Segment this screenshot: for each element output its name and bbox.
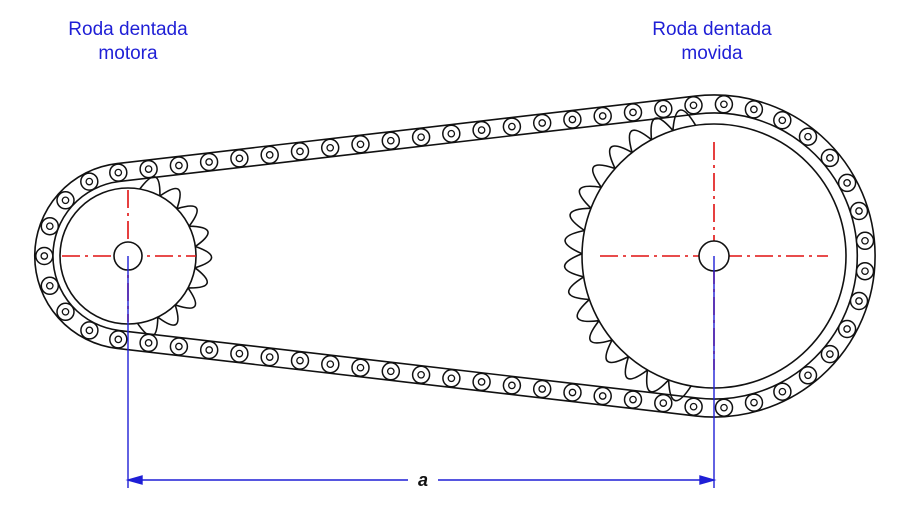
chain-pin [629, 395, 637, 404]
chain-pin [778, 387, 787, 396]
driver-label-line2: motora [98, 43, 158, 64]
chain-pin [843, 325, 851, 333]
chain-pin [61, 307, 70, 316]
chain-pin [689, 101, 698, 110]
chain-pin [855, 207, 863, 215]
chain-pin [447, 374, 456, 383]
chain-pin [326, 143, 335, 152]
roller-chain [33, 94, 876, 418]
chain-pin [861, 267, 869, 276]
chain-pin [804, 132, 812, 141]
chain-pin [568, 115, 577, 124]
chain-pin [720, 100, 728, 109]
chain-inner-edge [52, 112, 858, 400]
chain-pin [447, 129, 456, 138]
chain-pin [659, 399, 668, 407]
driven-label-line2: movida [681, 43, 743, 64]
chain-pin [568, 388, 577, 397]
chain-pin [205, 346, 214, 354]
chain-pin [205, 158, 213, 166]
chain-pin [598, 392, 607, 400]
chain-pin [265, 151, 274, 159]
chain-pin [114, 335, 123, 344]
chain-pin [538, 385, 547, 393]
chain-pin [386, 367, 395, 376]
chain-pin [598, 112, 607, 120]
chain-outer-edge [33, 94, 876, 418]
chain-pin [40, 252, 49, 260]
chain-pin [175, 342, 183, 351]
chain-pin [386, 136, 395, 145]
chain-pin [508, 122, 516, 131]
chain-pin [144, 339, 153, 347]
chain-pin [417, 370, 425, 379]
chain-pin [61, 196, 70, 205]
chain-pin [538, 119, 547, 127]
chain-pin [659, 105, 668, 113]
chain-pin [826, 350, 834, 358]
chain-pin [720, 403, 728, 412]
chain-pin [356, 140, 365, 149]
chain-pin [477, 126, 486, 134]
chain-pin [689, 402, 698, 411]
chain-pin [417, 133, 425, 142]
chain-pin [45, 222, 54, 231]
chain-pin [778, 116, 787, 125]
chain-pin [326, 360, 335, 369]
chain-pin [296, 356, 304, 365]
chain-pin [826, 154, 834, 162]
chain-pin [85, 177, 94, 186]
chain-pin [85, 326, 94, 335]
chain-pin [861, 236, 869, 245]
center-distance-label: a [408, 470, 438, 491]
chain-pin [477, 378, 486, 386]
chain-pin [629, 108, 637, 117]
chain-pin [175, 161, 183, 170]
chain-pin [114, 168, 123, 177]
chain-pin [356, 363, 365, 372]
chain-pin [45, 281, 54, 290]
chain-pin [235, 154, 244, 163]
chain-pin [843, 179, 851, 187]
driven-label-line1: Roda dentada [652, 19, 772, 40]
chain-pin [508, 381, 516, 390]
driven-sprocket-label: Roda dentada movida [622, 18, 802, 66]
driver-label-line1: Roda dentada [68, 19, 188, 40]
chain-pin [750, 105, 758, 114]
chain-pin [855, 297, 863, 305]
chain-pin [296, 147, 304, 156]
chain-pin [265, 353, 274, 361]
chain-pin [144, 165, 153, 173]
chain-pin [235, 349, 244, 358]
chain-pin [804, 371, 812, 380]
driver-sprocket-label: Roda dentada motora [38, 18, 218, 66]
chain-pin [750, 398, 758, 407]
